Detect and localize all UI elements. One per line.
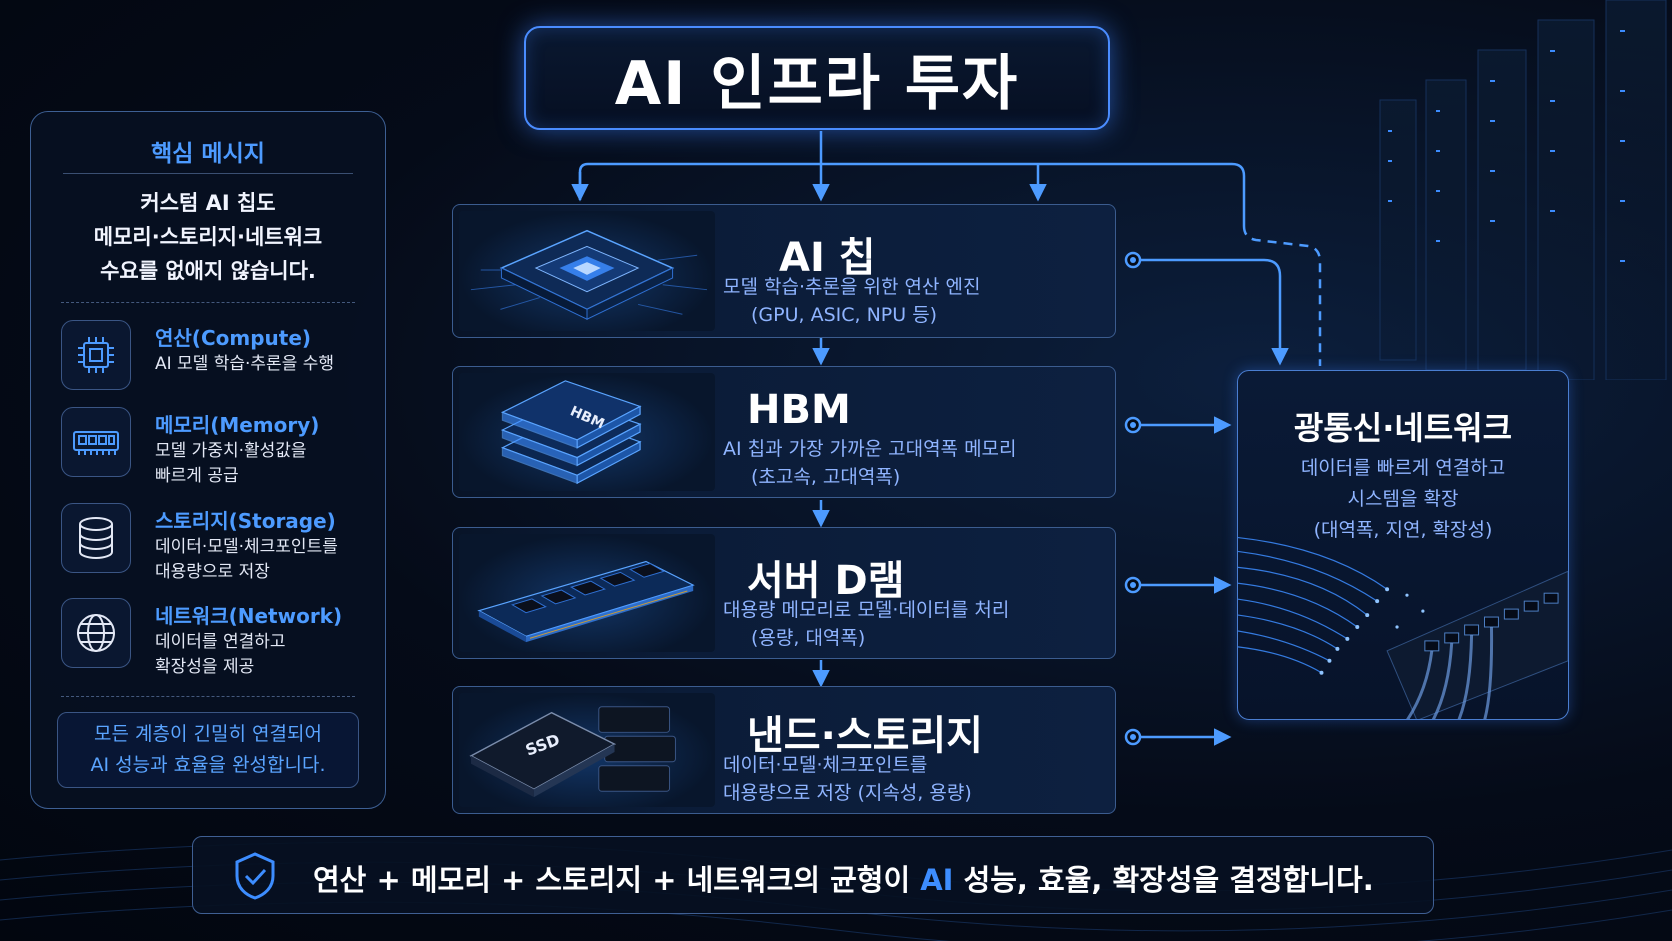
card-title: AI 칩 <box>779 235 876 281</box>
conclusion-text: 연산 + 메모리 + 스토리지 + 네트워크의 균형이 AI 성능, 효율, 확… <box>313 863 1374 897</box>
ssd-image: SSD <box>459 693 715 807</box>
key-message-panel: 핵심 메시지 커스텀 AI 칩도 메모리·스토리지·네트워크 수요를 없애지 않… <box>30 111 386 809</box>
highlight-ai: AI <box>920 863 954 897</box>
database-icon <box>61 503 131 573</box>
card-desc: 모델 학습·추론을 위한 연산 엔진(GPU, ASIC, NPU 등) <box>723 276 981 326</box>
key-message-text: 커스텀 AI 칩도 메모리·스토리지·네트워크 수요를 없애지 않습니다. <box>93 191 323 283</box>
card-desc: AI 칩과 가장 가까운 고대역폭 메모리(초고속, 고대역폭) <box>723 438 1017 488</box>
card-title: 낸드·스토리지 <box>747 713 983 759</box>
card-title: HBM <box>747 387 851 433</box>
card-desc: 대용량 메모리로 모델·데이터를 처리(용량, 대역폭) <box>723 599 1010 649</box>
shield-check-icon <box>235 852 275 900</box>
hbm-image: HBM <box>459 373 715 491</box>
ai-chip-image <box>459 211 715 331</box>
card-title: 서버 D램 <box>747 558 905 604</box>
memory-icon <box>61 407 131 477</box>
card-hbm: HBM HBM AI 칩과 가장 가까운 고대역폭 메모리(초고속, 고대역폭) <box>452 366 1116 498</box>
server-racks-decor <box>1379 0 1667 380</box>
key-message-heading: 핵심 메시지 <box>151 141 265 167</box>
network-title: 광통신·네트워크 <box>1293 409 1513 447</box>
divider <box>61 696 355 697</box>
divider <box>61 302 355 303</box>
network-desc: 데이터를 빠르게 연결하고 시스템을 확장 (대역폭, 지연, 확장성) <box>1300 457 1506 541</box>
cpu-icon <box>61 320 131 390</box>
fiber-optic-image <box>1238 536 1568 719</box>
page-title: AI 인프라 투자 <box>614 48 1020 119</box>
card-ai-chip: AI 칩 모델 학습·추론을 위한 연산 엔진(GPU, ASIC, NPU 등… <box>452 204 1116 338</box>
card-server-dram: 서버 D램 대용량 메모리로 모델·데이터를 처리(용량, 대역폭) <box>452 527 1116 659</box>
globe-icon <box>61 598 131 668</box>
layer-item-compute: 연산(Compute) AI 모델 학습·추론을 수행 <box>61 320 371 392</box>
network-panel: 광통신·네트워크 데이터를 빠르게 연결하고 시스템을 확장 (대역폭, 지연,… <box>1237 370 1569 720</box>
conclusion-bar: 연산 + 메모리 + 스토리지 + 네트워크의 균형이 AI 성능, 효율, 확… <box>192 836 1434 914</box>
title-box: AI 인프라 투자 <box>524 26 1110 130</box>
divider <box>63 173 353 174</box>
dram-image <box>459 534 715 652</box>
summary-note: 모든 계층이 긴밀히 연결되어 AI 성능과 효율을 완성합니다. <box>57 712 359 788</box>
